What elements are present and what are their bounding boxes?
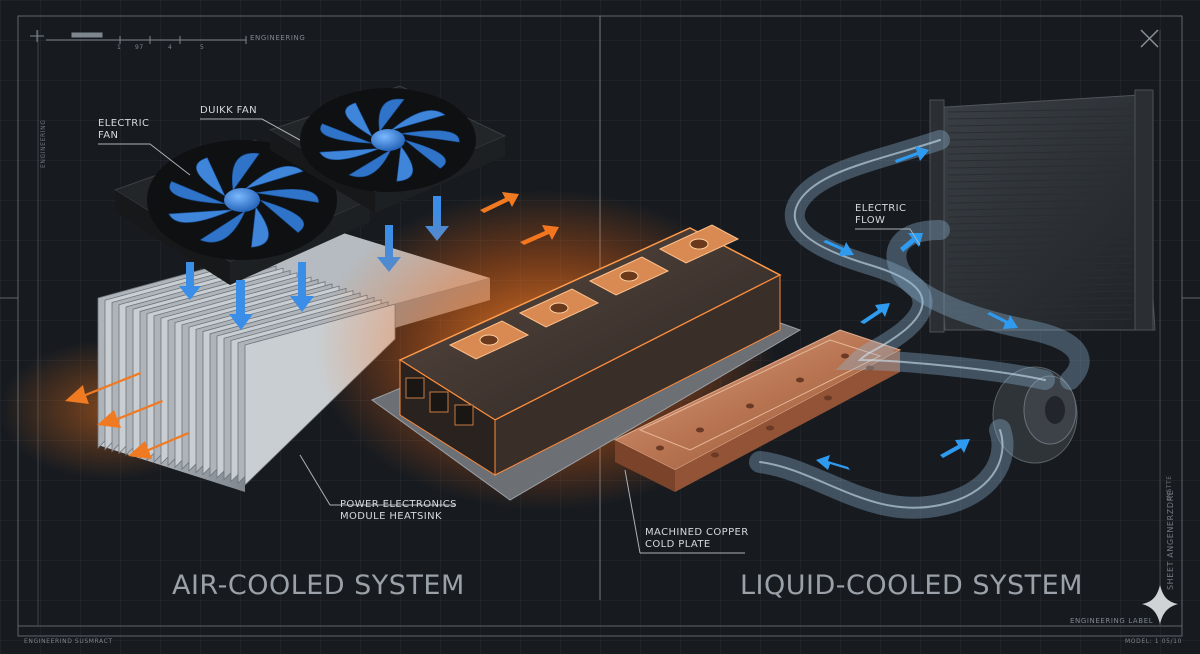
header-label: ENGINEERING	[250, 34, 305, 42]
scale-mark: 5	[200, 44, 204, 51]
callout-electric-fan: ELECTRIC FAN	[98, 118, 149, 142]
callout-cold-plate: MACHINED COPPER COLD PLATE	[645, 527, 749, 551]
close-icon	[1141, 30, 1158, 47]
liquid-cooled-title: LIQUID-COOLED SYSTEM	[740, 570, 1083, 601]
footer-left-label: ENGINEERIND SUSMRACT	[24, 638, 113, 645]
right-vertical-label-2: SHEET ANGENERZDRE	[1166, 490, 1175, 590]
scale-mark: 1	[117, 44, 121, 51]
air-cooled-title: AIR-COOLED SYSTEM	[172, 570, 465, 601]
footer-right-label: MODEL: 1 05/10	[1125, 638, 1182, 645]
scale-mark: 4	[168, 44, 172, 51]
callout-duikk-fan: DUIKK FAN	[200, 105, 257, 117]
callout-power-module: POWER ELECTRONICS MODULE HEATSINK	[340, 499, 457, 523]
engineering-label: ENGINEERING LABEL	[1070, 617, 1153, 625]
left-vertical-label: ENGINEERING	[40, 120, 47, 168]
header-scale	[30, 30, 246, 44]
callout-flow: ELECTRIC FLOW	[855, 203, 906, 227]
radiator	[930, 90, 1155, 332]
scale-mark: 97	[135, 44, 144, 51]
